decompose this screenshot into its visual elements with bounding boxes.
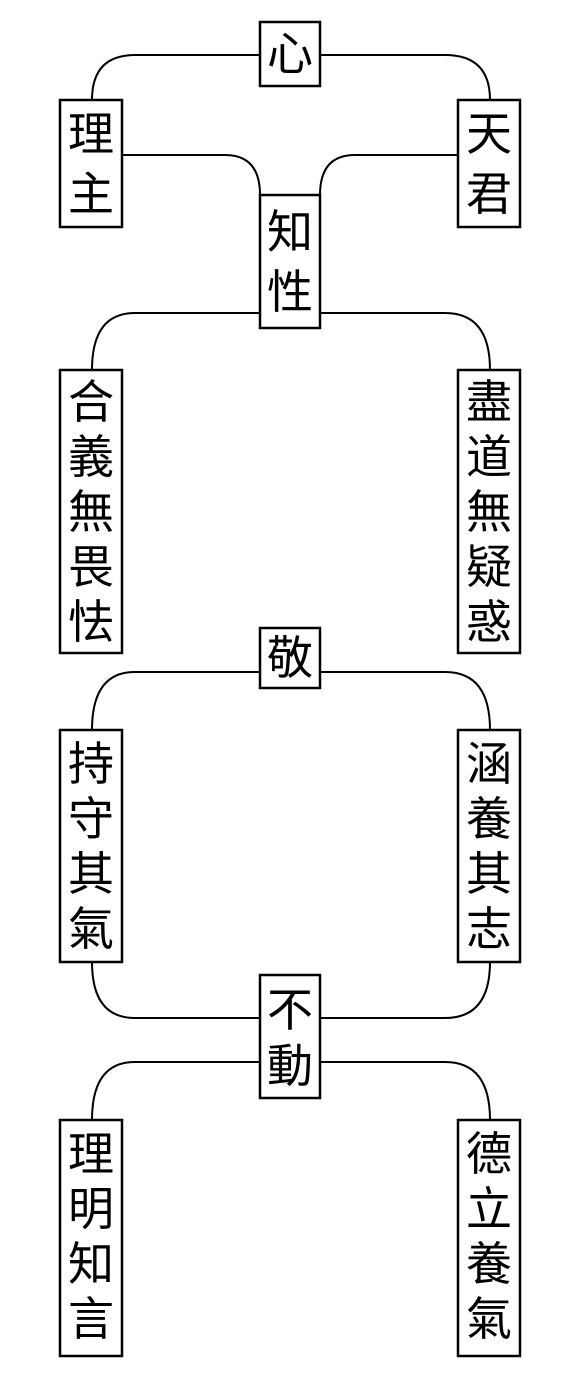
node-de-li-char-1: 德 (466, 1127, 512, 1181)
node-de-li: 德 立 養 氣 (456, 1118, 522, 1358)
node-xin-char-1: 心 (267, 27, 313, 81)
connector-jing-han-yang (320, 671, 491, 731)
node-zhi-xing-char-1: 知 (267, 205, 313, 259)
node-li-ming: 理 明 知 言 (58, 1118, 124, 1358)
node-chi-shou-char-2: 守 (68, 792, 114, 846)
node-han-yang: 涵 養 其 志 (456, 728, 522, 964)
node-jin-dao-char-5: 惑 (466, 595, 512, 649)
node-li-ming-char-3: 知 (68, 1237, 114, 1291)
connector-zhi-xing-he-yi (91, 312, 260, 371)
node-de-li-char-3: 養 (466, 1237, 512, 1291)
connector-han-yang-bu-dong (320, 961, 491, 1019)
connector-tian-jun-zhi-xing (319, 154, 458, 196)
node-li-zhu: 理 主 (58, 98, 124, 229)
node-han-yang-char-1: 涵 (466, 737, 512, 791)
node-han-yang-char-3: 其 (466, 847, 512, 901)
node-tian-jun-char-1: 天 (466, 107, 512, 161)
node-tian-jun: 天 君 (456, 98, 522, 229)
connector-xin-li-zhu (91, 54, 260, 101)
node-li-zhu-char-1: 理 (68, 107, 114, 161)
node-li-zhu-char-2: 主 (68, 167, 114, 221)
node-jin-dao: 盡 道 無 疑 惑 (456, 368, 522, 655)
node-he-yi: 合 義 無 畏 怯 (58, 368, 124, 655)
node-li-ming-char-2: 明 (68, 1182, 114, 1236)
node-jin-dao-char-1: 盡 (466, 375, 512, 429)
node-de-li-char-2: 立 (466, 1182, 512, 1236)
node-jin-dao-char-4: 疑 (466, 540, 512, 594)
node-he-yi-char-3: 無 (68, 485, 114, 539)
node-li-ming-char-1: 理 (68, 1127, 114, 1181)
node-he-yi-char-4: 畏 (68, 540, 114, 594)
node-zhi-xing: 知 性 (258, 193, 322, 330)
node-jing: 敬 (258, 626, 322, 690)
node-he-yi-char-1: 合 (68, 375, 114, 429)
connector-zhi-xing-jin-dao (320, 312, 491, 371)
node-chi-shou-char-3: 其 (68, 847, 114, 901)
node-bu-dong-char-1: 不 (267, 983, 313, 1037)
node-li-ming-char-4: 言 (68, 1292, 114, 1346)
node-chi-shou: 持 守 其 氣 (58, 728, 124, 964)
node-bu-dong: 不 動 (258, 973, 322, 1100)
connector-bu-dong-li-ming (91, 1061, 260, 1121)
node-han-yang-char-4: 志 (466, 902, 512, 956)
node-jin-dao-char-3: 無 (466, 485, 512, 539)
connector-li-zhu-zhi-xing (122, 154, 261, 196)
connector-xin-tian-jun (320, 54, 491, 101)
connector-bu-dong-de-li (320, 1061, 491, 1121)
node-tian-jun-char-2: 君 (466, 167, 512, 221)
node-he-yi-char-5: 怯 (68, 595, 114, 649)
connector-chi-shou-bu-dong (91, 961, 260, 1019)
node-jing-char-1: 敬 (267, 631, 313, 685)
node-chi-shou-char-4: 氣 (68, 902, 114, 956)
connector-jing-chi-shou (91, 671, 260, 731)
node-he-yi-char-2: 義 (68, 430, 114, 484)
node-bu-dong-char-2: 動 (267, 1039, 313, 1093)
node-zhi-xing-char-2: 性 (267, 265, 313, 319)
connector-lines (91, 54, 491, 1121)
node-xin: 心 (258, 20, 322, 88)
node-jin-dao-char-2: 道 (466, 430, 512, 484)
node-han-yang-char-2: 養 (466, 792, 512, 846)
node-de-li-char-4: 氣 (466, 1292, 512, 1346)
node-chi-shou-char-1: 持 (68, 737, 114, 791)
